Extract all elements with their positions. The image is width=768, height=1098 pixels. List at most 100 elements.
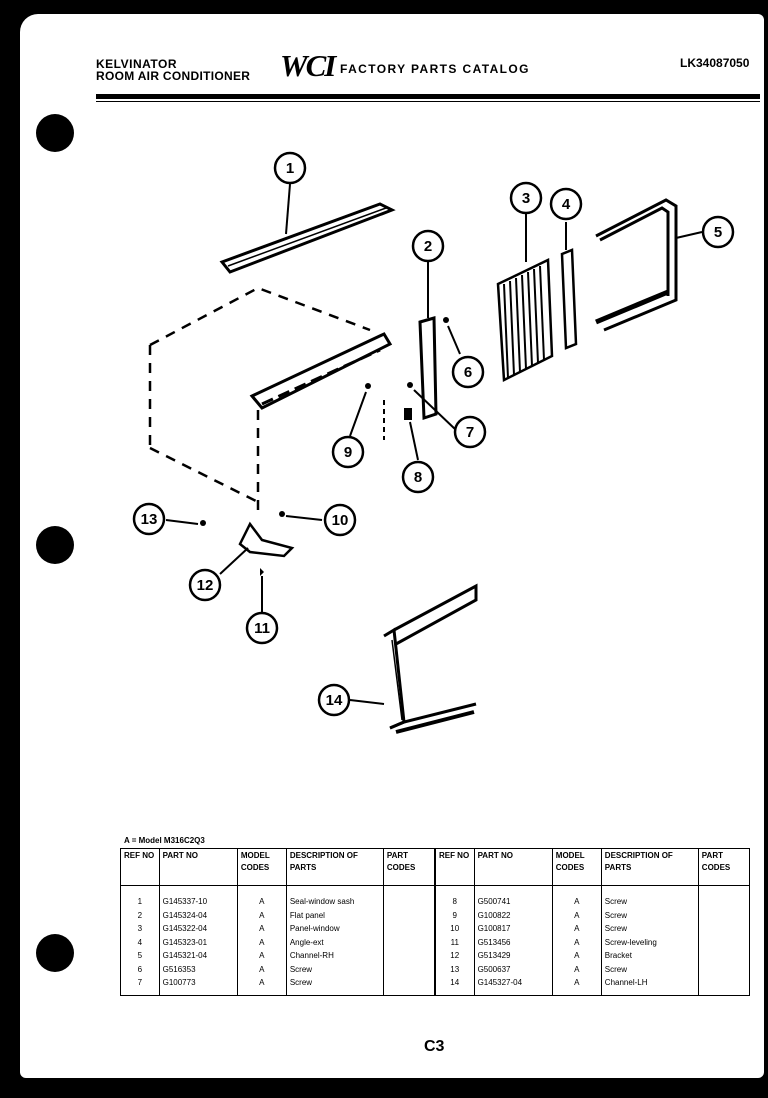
- cell-desc: Screw: [285, 962, 384, 976]
- header-model: MODEL CODES: [236, 848, 287, 886]
- cell-part: G513429: [473, 949, 553, 963]
- cell-part: G100773: [158, 976, 238, 995]
- cell-desc: Panel-window: [285, 922, 384, 936]
- cell-part-codes: [697, 935, 750, 949]
- header-desc: DESCRIPTION OF PARTS: [285, 848, 384, 886]
- cell-part-codes: [382, 908, 435, 922]
- callout-label: 7: [466, 424, 474, 441]
- cell-desc: Channel-LH: [600, 976, 699, 995]
- cell-desc: Angle-ext: [285, 935, 384, 949]
- cell-model: A: [551, 908, 602, 922]
- cell-model: A: [236, 949, 287, 963]
- table-header-row: REF NO PART NO MODEL CODES DESCRIPTION O…: [120, 848, 750, 886]
- cell-model: A: [551, 949, 602, 963]
- part-channel-lh: [383, 583, 478, 734]
- part-angle-ext: [560, 248, 578, 350]
- callout-9: 9: [331, 435, 365, 469]
- cell-part-codes: [697, 922, 750, 936]
- cell-part: G500637: [473, 962, 553, 976]
- callout-2: 2: [411, 229, 445, 263]
- cell-part-codes: [382, 976, 435, 995]
- callout-label: 5: [714, 224, 722, 241]
- cell-model: A: [551, 976, 602, 995]
- cell-model: A: [551, 935, 602, 949]
- header-part: PART NO: [158, 848, 238, 886]
- callout-12: 12: [188, 568, 222, 602]
- part-seal-window-sash: [219, 202, 396, 274]
- cell-part: G100817: [473, 922, 553, 936]
- cell-ref: 14: [433, 976, 475, 995]
- callout-label: 11: [254, 620, 270, 637]
- cell-desc: Bracket: [600, 949, 699, 963]
- part-panel-window: [496, 258, 554, 382]
- wci-logo: WCI: [280, 48, 336, 83]
- callout-label: 9: [344, 444, 352, 461]
- brand-name: KELVINATOR: [96, 57, 178, 71]
- cell-desc: Screw: [600, 908, 699, 922]
- header-rule: [96, 94, 760, 99]
- cell-model: A: [236, 962, 287, 976]
- binder-hole-icon: [36, 114, 74, 152]
- callout-label: 14: [326, 692, 343, 709]
- cell-part: G145327-04: [473, 976, 553, 995]
- cell-part-codes: [697, 962, 750, 976]
- cell-ref: 13: [433, 962, 475, 976]
- cell-ref: 7: [120, 976, 160, 995]
- cell-model: A: [236, 908, 287, 922]
- callout-7: 7: [453, 415, 487, 449]
- binder-hole-icon: [36, 934, 74, 972]
- cell-model: A: [236, 885, 287, 909]
- cell-part-codes: [382, 962, 435, 976]
- cell-part-codes: [382, 922, 435, 936]
- cell-ref: 5: [120, 949, 160, 963]
- header-part: PART NO: [473, 848, 553, 886]
- callout-label: 1: [286, 160, 294, 177]
- cell-part: G145337-10: [158, 885, 238, 909]
- cell-part: G145321-04: [158, 949, 238, 963]
- cell-part-codes: [697, 976, 750, 995]
- cell-model: A: [236, 976, 287, 995]
- callout-label: 12: [197, 577, 214, 594]
- cell-model: A: [551, 962, 602, 976]
- model-note: A = Model M316C2Q3: [124, 836, 205, 845]
- callouts: [165, 183, 703, 705]
- cell-desc: Screw: [285, 976, 384, 995]
- cell-part-codes: [382, 885, 435, 909]
- parts-table: REF NO PART NO MODEL CODES DESCRIPTION O…: [120, 848, 750, 996]
- cell-part: G145324-04: [158, 908, 238, 922]
- header-desc: DESCRIPTION OF PARTS: [600, 848, 699, 886]
- cell-ref: 10: [433, 922, 475, 936]
- callout-14: 14: [317, 683, 351, 717]
- cell-ref: 6: [120, 962, 160, 976]
- cell-ref: 4: [120, 935, 160, 949]
- cell-part: G513456: [473, 935, 553, 949]
- cell-model: A: [236, 922, 287, 936]
- callout-label: 2: [424, 238, 432, 255]
- header-ref: REF NO: [120, 848, 160, 886]
- part-channel-rh: [595, 198, 678, 332]
- cell-ref: 8: [433, 885, 475, 909]
- header-model: MODEL CODES: [551, 848, 602, 886]
- part-flat-panel: [249, 316, 449, 440]
- callout-5: 5: [701, 215, 735, 249]
- callout-label: 4: [562, 196, 571, 213]
- cell-model: A: [551, 922, 602, 936]
- cell-part-codes: [697, 885, 750, 909]
- callout-1: 1: [273, 151, 307, 185]
- cabinet-outline: [148, 286, 371, 510]
- cell-model: A: [236, 935, 287, 949]
- cell-part: G145323-01: [158, 935, 238, 949]
- cell-part-codes: [697, 949, 750, 963]
- binder-hole-icon: [36, 526, 74, 564]
- cell-ref: 11: [433, 935, 475, 949]
- header-codes: PART CODES: [697, 848, 750, 886]
- callout-label: 8: [414, 469, 422, 486]
- header-ref: REF NO: [433, 848, 475, 886]
- cell-ref: 1: [120, 885, 160, 909]
- callout-10: 10: [323, 503, 357, 537]
